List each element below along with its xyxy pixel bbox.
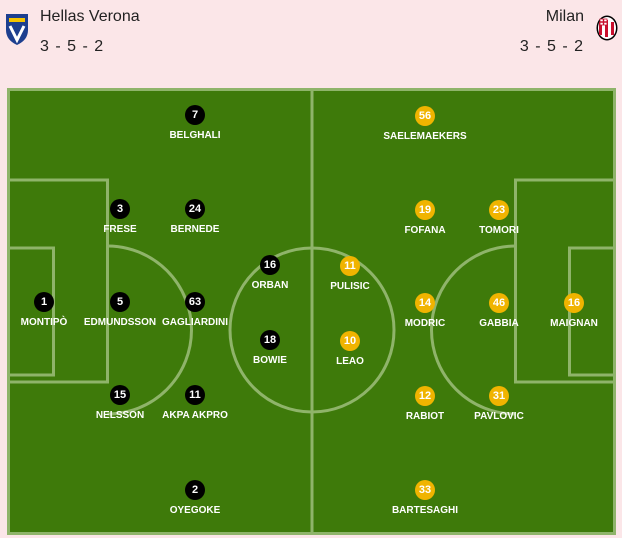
player-number: 15 <box>110 385 130 405</box>
player-name: MONTIPÒ <box>20 317 68 328</box>
hellas-verona-crest-icon <box>6 14 28 45</box>
player-name: BERNEDE <box>170 224 220 235</box>
player-number: 18 <box>260 330 280 350</box>
player-number: 16 <box>564 293 584 313</box>
player-name: ORBAN <box>251 280 289 291</box>
player-name: EDMUNDSSON <box>83 317 157 328</box>
player-number: 10 <box>340 331 360 351</box>
away-team-name: Milan <box>545 8 584 25</box>
player-name: BOWIE <box>253 355 287 366</box>
player-number: 12 <box>415 386 435 406</box>
player-name: RABIOT <box>405 411 445 422</box>
player-number: 2 <box>185 480 205 500</box>
player-number: 1 <box>34 292 54 312</box>
player-name: GAGLIARDINI <box>161 317 229 328</box>
player-number: 5 <box>110 292 130 312</box>
player-name: LEAO <box>336 356 364 367</box>
player-name: SAELEMAEKERS <box>383 131 467 142</box>
player-number: 46 <box>489 293 509 313</box>
player-number: 7 <box>185 105 205 125</box>
player-number: 23 <box>489 200 509 220</box>
ac-milan-crest-icon <box>596 15 618 41</box>
player-name: GABBIA <box>479 318 519 329</box>
player-name: MODRIC <box>404 318 446 329</box>
player-name: MAIGNAN <box>550 318 598 329</box>
player-number: 3 <box>110 199 130 219</box>
player-name: FOFANA <box>404 225 446 236</box>
pitch: 1 MONTIPÒ 3 FRESE 5 EDMUNDSSON 15 NELSSO… <box>7 88 616 535</box>
player-name: NELSSON <box>95 410 145 421</box>
home-formation: 3 - 5 - 2 <box>40 38 105 55</box>
player-name: PULISIC <box>330 281 370 292</box>
player-name: TOMORI <box>479 225 519 236</box>
player-name: PAVLOVIC <box>474 411 524 422</box>
away-formation: 3 - 5 - 2 <box>519 38 584 55</box>
player-number: 33 <box>415 480 435 500</box>
player-name: OYEGOKE <box>169 505 221 516</box>
player-name: FRESE <box>103 224 137 235</box>
player-name: AKPA AKPRO <box>162 410 228 421</box>
player-number: 16 <box>260 255 280 275</box>
pitch-markings <box>7 88 616 535</box>
player-number: 11 <box>185 385 205 405</box>
player-number: 63 <box>185 292 205 312</box>
player-name: BARTESAGHI <box>391 505 459 516</box>
player-name: BELGHALI <box>169 130 221 141</box>
player-number: 19 <box>415 200 435 220</box>
player-number: 31 <box>489 386 509 406</box>
player-number: 24 <box>185 199 205 219</box>
player-number: 11 <box>340 256 360 276</box>
player-number: 56 <box>415 106 435 126</box>
player-number: 14 <box>415 293 435 313</box>
home-team-name: Hellas Verona <box>40 8 140 25</box>
